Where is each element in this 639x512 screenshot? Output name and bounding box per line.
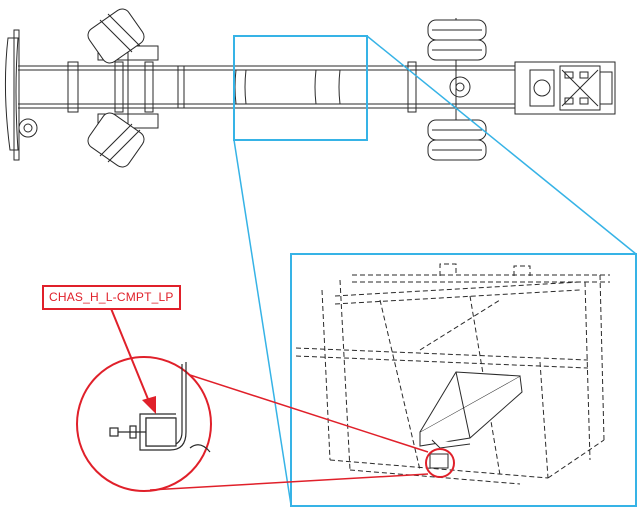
rear-axle — [427, 18, 487, 161]
circle-zoom-icon — [76, 356, 212, 492]
chassis-top-view — [4, 8, 616, 168]
front-bumper — [4, 29, 38, 161]
engine-block — [514, 61, 616, 115]
part-callout-label: CHAS_H_L-CMPT_LP — [42, 285, 181, 310]
callout-arrow — [109, 305, 156, 414]
magnified-bracket-detail — [109, 362, 211, 453]
isometric-frame-drawing — [295, 263, 610, 485]
compartment-tray — [419, 371, 523, 469]
zoom-leader-lines — [233, 35, 637, 506]
frame-rails — [18, 65, 520, 109]
front-axle — [87, 8, 159, 168]
highlight-selection-box — [233, 35, 368, 141]
detail-highlight-circle — [425, 448, 455, 478]
callout-leader-lines — [149, 374, 429, 491]
